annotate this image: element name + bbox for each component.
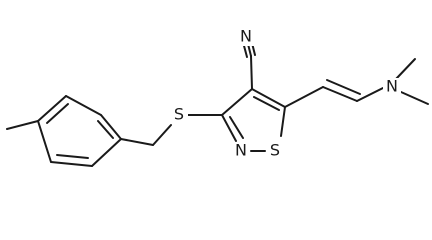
bond-benzene-3	[37, 95, 67, 122]
bond-amine-methyl-2	[400, 91, 429, 105]
bond-vinyl-double-1	[322, 86, 358, 102]
bond-ch2-aryl	[120, 138, 154, 146]
atom-ring-s: S	[270, 141, 280, 160]
bond-ring-c3-c4	[221, 88, 253, 116]
bond-nitrile-c4-cn	[250, 55, 253, 90]
bond-benzene-5-inner	[56, 154, 89, 159]
bond-benzene-5	[50, 161, 93, 167]
bond-ring-n-c3	[221, 114, 237, 142]
bond-vinyl-double-2	[326, 79, 361, 95]
bond-benzene-6	[91, 138, 122, 167]
bond-thioether-s-ch2	[152, 124, 172, 146]
bond-benzene-3-inner	[46, 103, 69, 124]
atom-nitrile-n: N	[240, 27, 252, 46]
bond-benzene-1	[100, 114, 122, 140]
bond-c5-vinyl	[284, 86, 324, 108]
atom-ring-n: N	[235, 141, 247, 160]
bond-ring-c5-s	[280, 106, 286, 137]
bond-benzene-2	[65, 95, 102, 116]
molecule-drawing: N N S S N	[6, 27, 429, 167]
bond-benzene-4	[37, 120, 52, 163]
bond-methyl	[6, 120, 39, 130]
bond-vinyl-amine	[356, 87, 384, 102]
atom-thioether-s: S	[174, 105, 184, 124]
atom-labels: N N S S N	[170, 27, 401, 160]
bonds	[6, 38, 429, 167]
bond-ring-c4-c5	[251, 88, 286, 108]
bond-benzene-1-inner	[97, 120, 114, 139]
atom-amine-n: N	[386, 77, 398, 96]
bond-amine-methyl-1	[395, 58, 416, 80]
bond-ring-c4-c5-double	[253, 96, 280, 111]
structure-diagram: N N S S N	[6, 27, 429, 167]
bond-ring-n-c3-double	[229, 116, 244, 139]
